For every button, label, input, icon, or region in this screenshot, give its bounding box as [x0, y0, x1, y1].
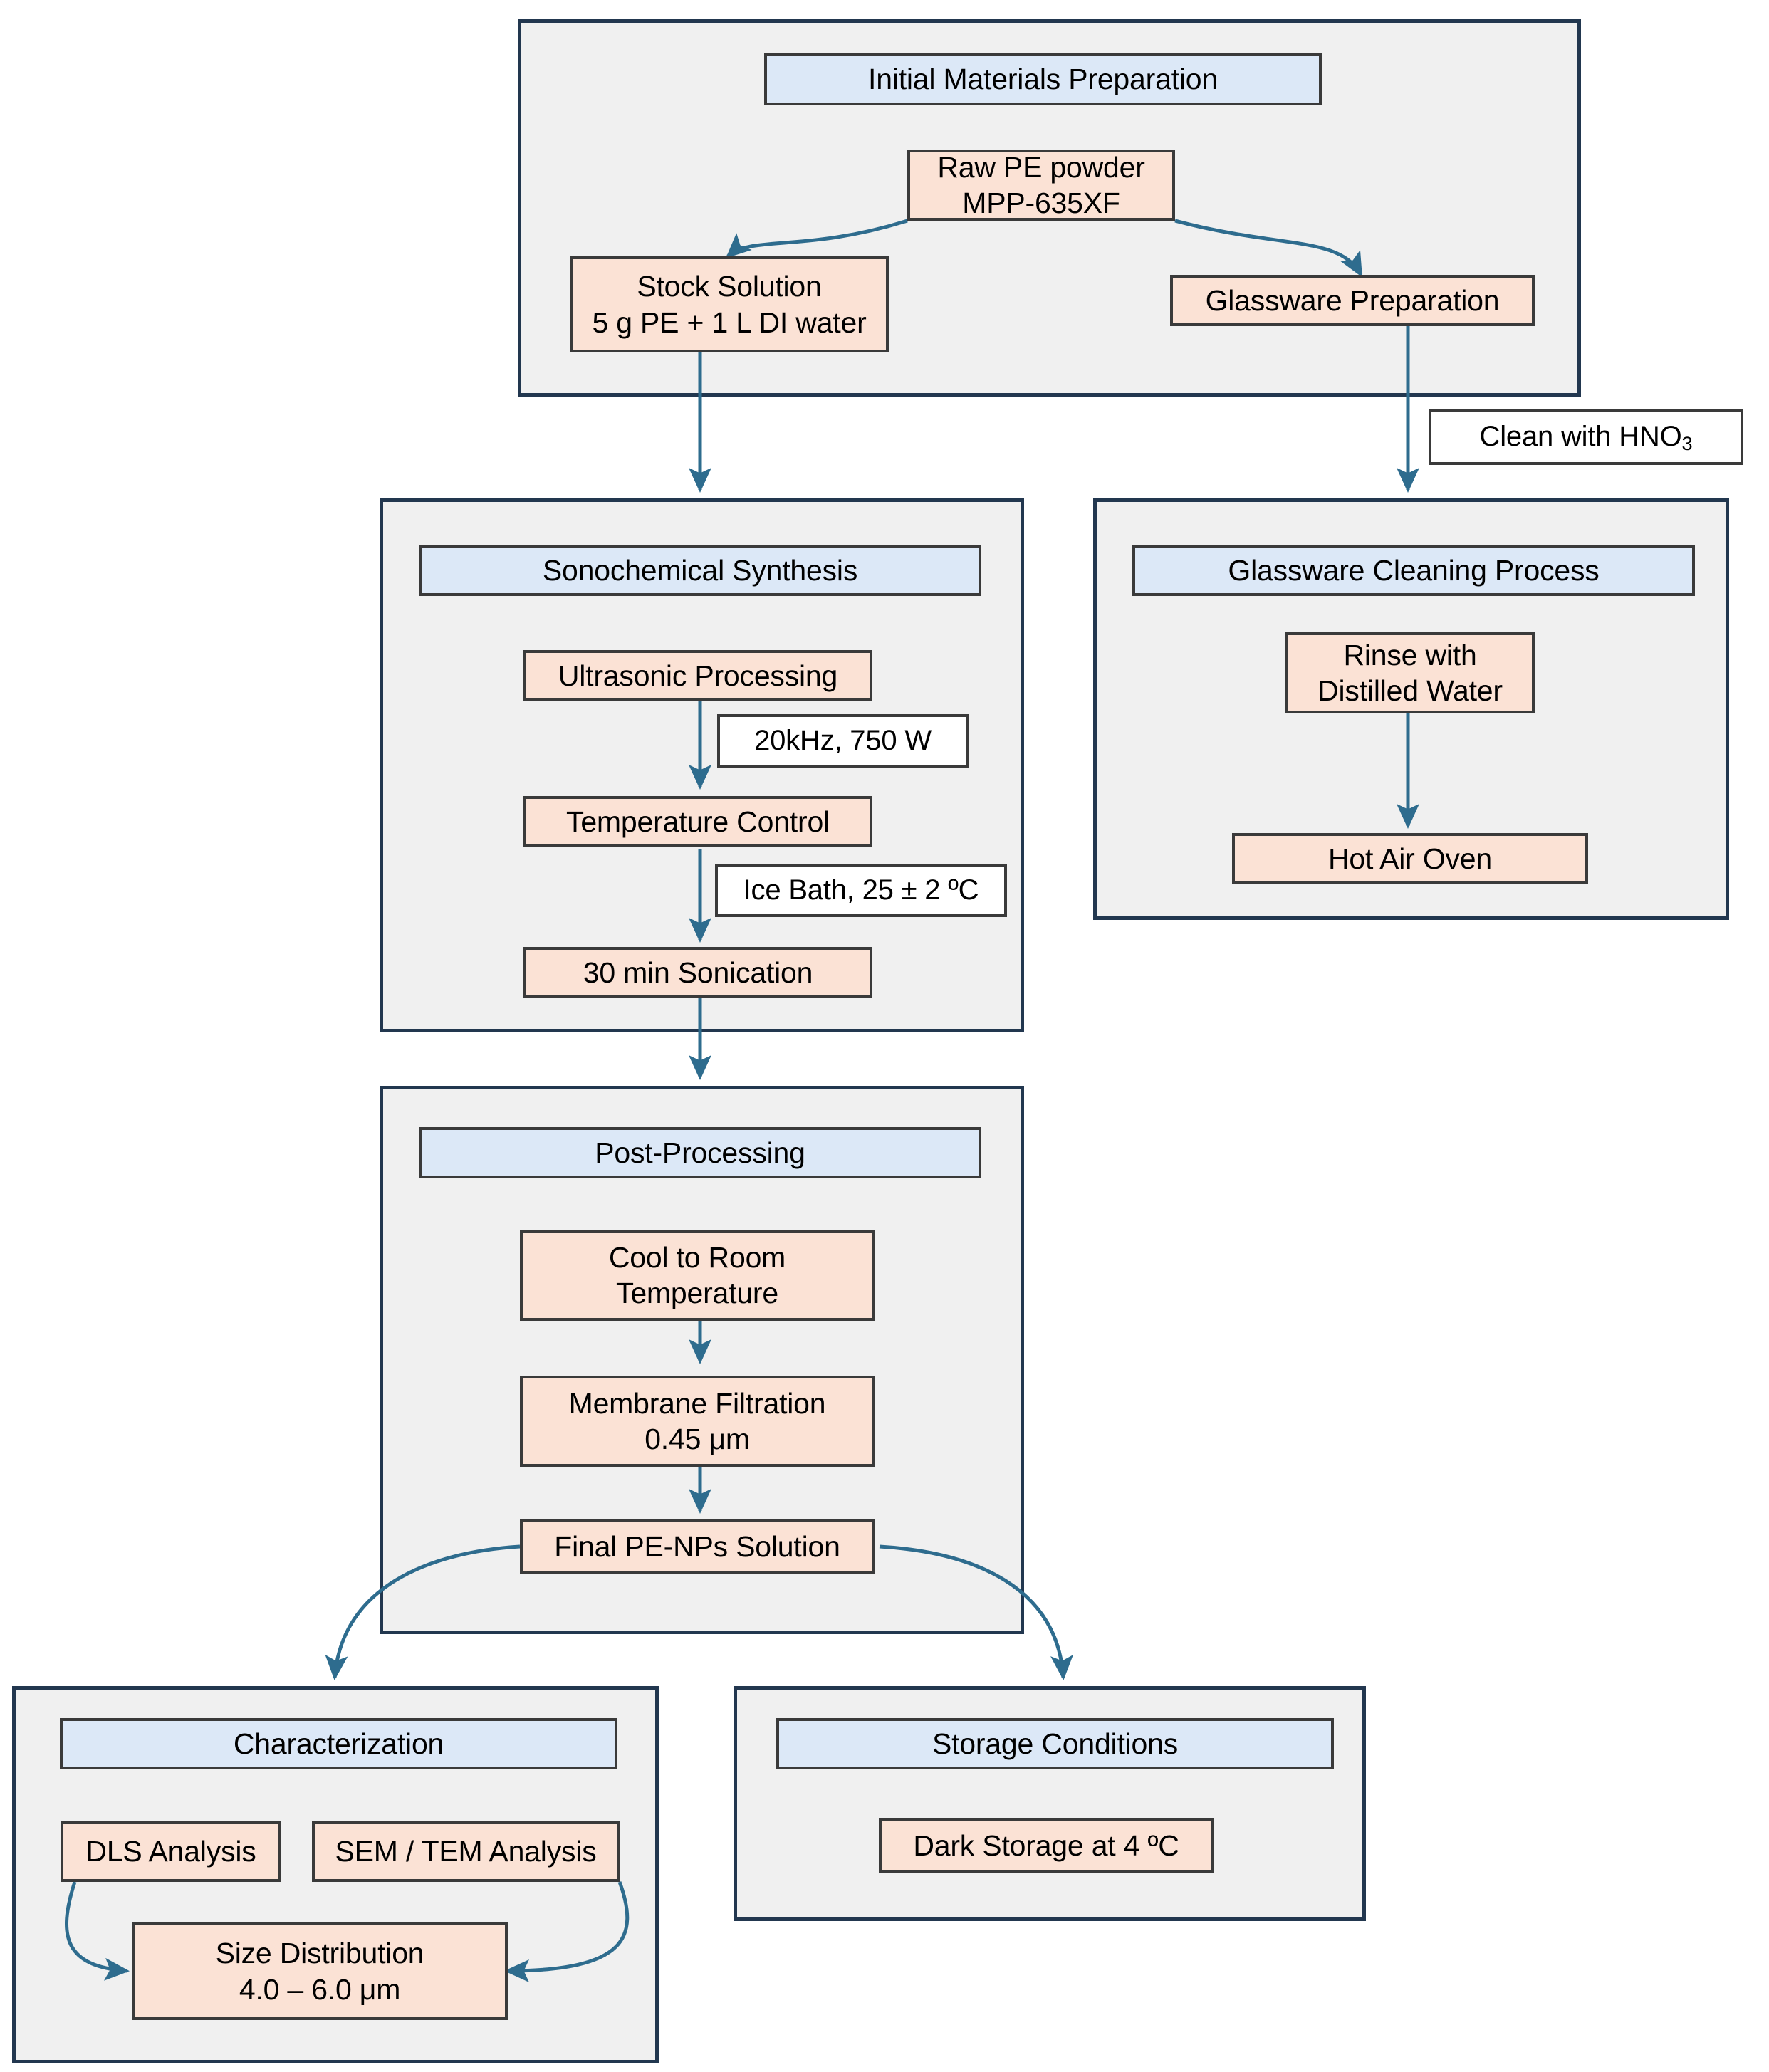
node-cool-to-room-temperature-line1: Cool to Room	[608, 1240, 786, 1274]
node-temperature-control-label: Temperature Control	[566, 805, 830, 838]
node-stock-solution: Stock Solution 5 g PE + 1 L DI water	[570, 256, 889, 352]
node-30-min-sonication: 30 min Sonication	[523, 947, 872, 998]
node-hot-air-oven: Hot Air Oven	[1232, 833, 1588, 884]
node-cool-to-room-temperature-line2: Temperature	[616, 1277, 778, 1309]
node-dls-analysis: DLS Analysis	[61, 1821, 281, 1882]
node-dark-storage-label: Dark Storage at 4 ºC	[913, 1828, 1179, 1862]
node-size-distribution: Size Distribution 4.0 – 6.0 μm	[132, 1922, 508, 2020]
node-30-min-sonication-label: 30 min Sonication	[583, 956, 813, 989]
header-characterization-label: Characterization	[233, 1727, 444, 1760]
label-clean-with-hno3-text: Clean with HNO3	[1473, 419, 1700, 455]
node-dark-storage: Dark Storage at 4 ºC	[879, 1818, 1214, 1873]
label-clean-with-hno3-subscript: 3	[1681, 431, 1693, 454]
label-clean-with-hno3: Clean with HNO3	[1429, 409, 1743, 465]
header-initial-materials-preparation-label: Initial Materials Preparation	[868, 63, 1218, 96]
node-raw-pe-powder-line2: MPP-635XF	[962, 187, 1120, 219]
header-glassware-cleaning-process-label: Glassware Cleaning Process	[1228, 553, 1600, 587]
node-final-pe-nps-solution: Final PE-NPs Solution	[520, 1519, 875, 1574]
node-hot-air-oven-label: Hot Air Oven	[1327, 842, 1493, 875]
node-glassware-preparation: Glassware Preparation	[1170, 275, 1535, 326]
node-sem-tem-analysis-label: SEM / TEM Analysis	[335, 1835, 597, 1868]
node-sem-tem-analysis: SEM / TEM Analysis	[312, 1821, 620, 1882]
header-sonochemical-synthesis-label: Sonochemical Synthesis	[542, 553, 858, 587]
node-membrane-filtration-line1: Membrane Filtration	[568, 1386, 826, 1420]
node-size-distribution-line2: 4.0 – 6.0 μm	[239, 1972, 401, 2006]
node-ultrasonic-processing: Ultrasonic Processing	[523, 650, 872, 701]
node-ultrasonic-processing-label: Ultrasonic Processing	[558, 659, 838, 692]
node-cool-to-room-temperature: Cool to Room Temperature	[520, 1230, 875, 1321]
node-rinse-with-distilled-water: Rinse with Distilled Water	[1285, 632, 1535, 713]
node-membrane-filtration: Membrane Filtration 0.45 μm	[520, 1376, 875, 1467]
node-rinse-with-distilled-water-line1: Rinse with	[1343, 638, 1477, 671]
label-power-setting-text: 20kHz, 750 W	[754, 725, 932, 757]
header-post-processing: Post-Processing	[419, 1127, 981, 1178]
header-initial-materials-preparation: Initial Materials Preparation	[764, 53, 1322, 105]
label-power-setting: 20kHz, 750 W	[717, 714, 969, 768]
header-sonochemical-synthesis: Sonochemical Synthesis	[419, 545, 981, 596]
label-clean-with-hno3-prefix: Clean with HNO	[1479, 420, 1682, 452]
node-raw-pe-powder: Raw PE powder MPP-635XF	[907, 150, 1175, 221]
header-post-processing-label: Post-Processing	[595, 1136, 805, 1169]
label-ice-bath-temperature: Ice Bath, 25 ± 2 ºC	[715, 864, 1007, 917]
header-glassware-cleaning-process: Glassware Cleaning Process	[1132, 545, 1695, 596]
header-characterization: Characterization	[60, 1718, 617, 1769]
node-rinse-with-distilled-water-line2: Distilled Water	[1317, 674, 1503, 707]
node-stock-solution-line1: Stock Solution	[637, 270, 822, 303]
header-storage-conditions-label: Storage Conditions	[932, 1727, 1179, 1760]
node-stock-solution-line2: 5 g PE + 1 L DI water	[592, 305, 867, 339]
node-size-distribution-line1: Size Distribution	[215, 1937, 424, 1970]
node-membrane-filtration-line2: 0.45 μm	[645, 1423, 750, 1455]
label-ice-bath-temperature-text: Ice Bath, 25 ± 2 ºC	[743, 874, 979, 906]
node-temperature-control: Temperature Control	[523, 796, 872, 847]
node-glassware-preparation-label: Glassware Preparation	[1205, 283, 1500, 317]
node-raw-pe-powder-line1: Raw PE powder	[937, 150, 1145, 184]
node-final-pe-nps-solution-label: Final PE-NPs Solution	[554, 1529, 840, 1563]
header-storage-conditions: Storage Conditions	[776, 1718, 1334, 1769]
node-dls-analysis-label: DLS Analysis	[85, 1835, 256, 1868]
